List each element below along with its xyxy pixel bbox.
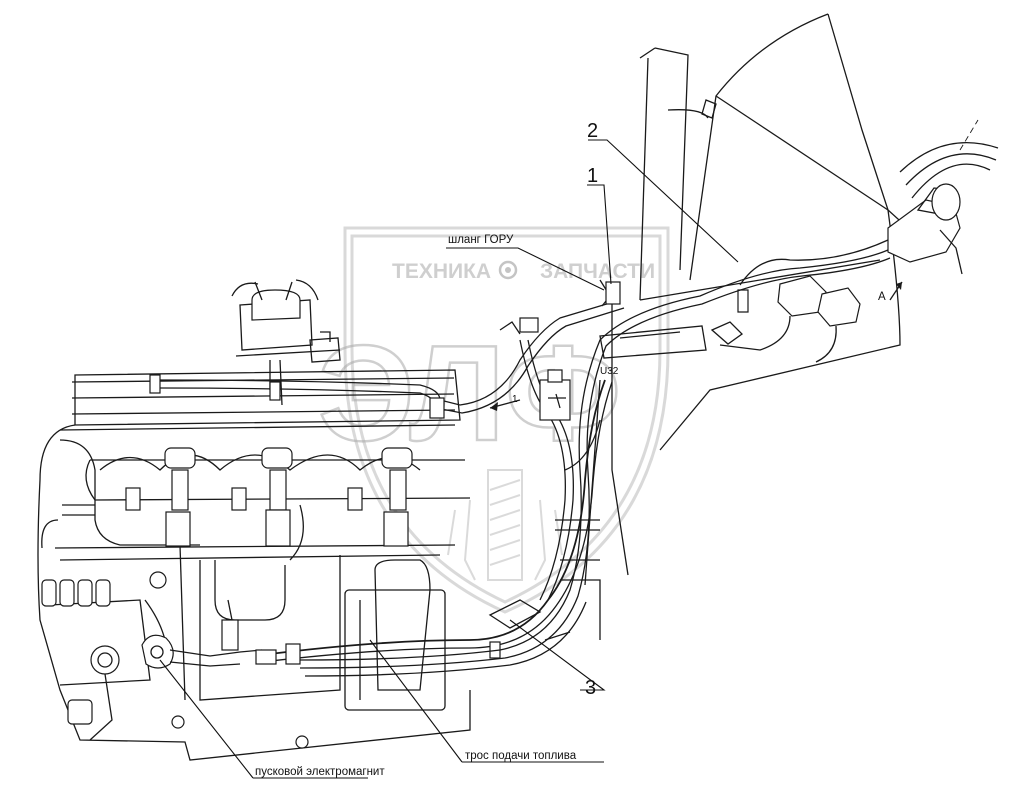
- view-a-label: А: [878, 291, 886, 303]
- fuel-cable: [255, 379, 613, 665]
- label-fuel-cable: трос подачи топлива: [465, 750, 577, 762]
- pedal-assembly: [887, 119, 999, 275]
- callouts: 2 1 3: [585, 120, 598, 699]
- watermark-wheat-emblem: [447, 469, 563, 581]
- callout-2: 2: [587, 120, 598, 142]
- text-labels: шланг ГОРУ пусковой электромагнит трос п…: [255, 234, 577, 778]
- top-components: [231, 279, 341, 406]
- watermark-brand-left: ТЕХНИКА: [392, 260, 491, 283]
- lower-fittings: [41, 571, 309, 749]
- view-a-marker: А: [878, 281, 903, 303]
- watermark-monogram: ЭЛФ: [318, 317, 621, 469]
- floor-connectors: U32: [599, 275, 861, 377]
- callout-1: 1: [587, 165, 598, 187]
- leader-lines: [159, 139, 739, 779]
- engine-block: [37, 369, 471, 761]
- wire-harness: [299, 239, 891, 677]
- watermark-brand-right: ЗАПЧАСТИ: [540, 260, 655, 283]
- hydraulic-hose: [149, 279, 625, 419]
- label-hose: шланг ГОРУ: [448, 234, 514, 246]
- starter-solenoid: [141, 599, 263, 669]
- label-starter-solenoid: пусковой электромагнит: [255, 766, 385, 778]
- watermark: ТЕХНИКА ЗАПЧАСТИ ЭЛФ: [317, 226, 670, 614]
- svg-text:1: 1: [512, 394, 518, 405]
- callout-3: 3: [585, 677, 596, 699]
- flow-arrow: 1: [489, 394, 521, 411]
- gear-icon: [498, 260, 518, 280]
- injector-row: [62, 447, 471, 561]
- svg-text:U32: U32: [600, 366, 619, 377]
